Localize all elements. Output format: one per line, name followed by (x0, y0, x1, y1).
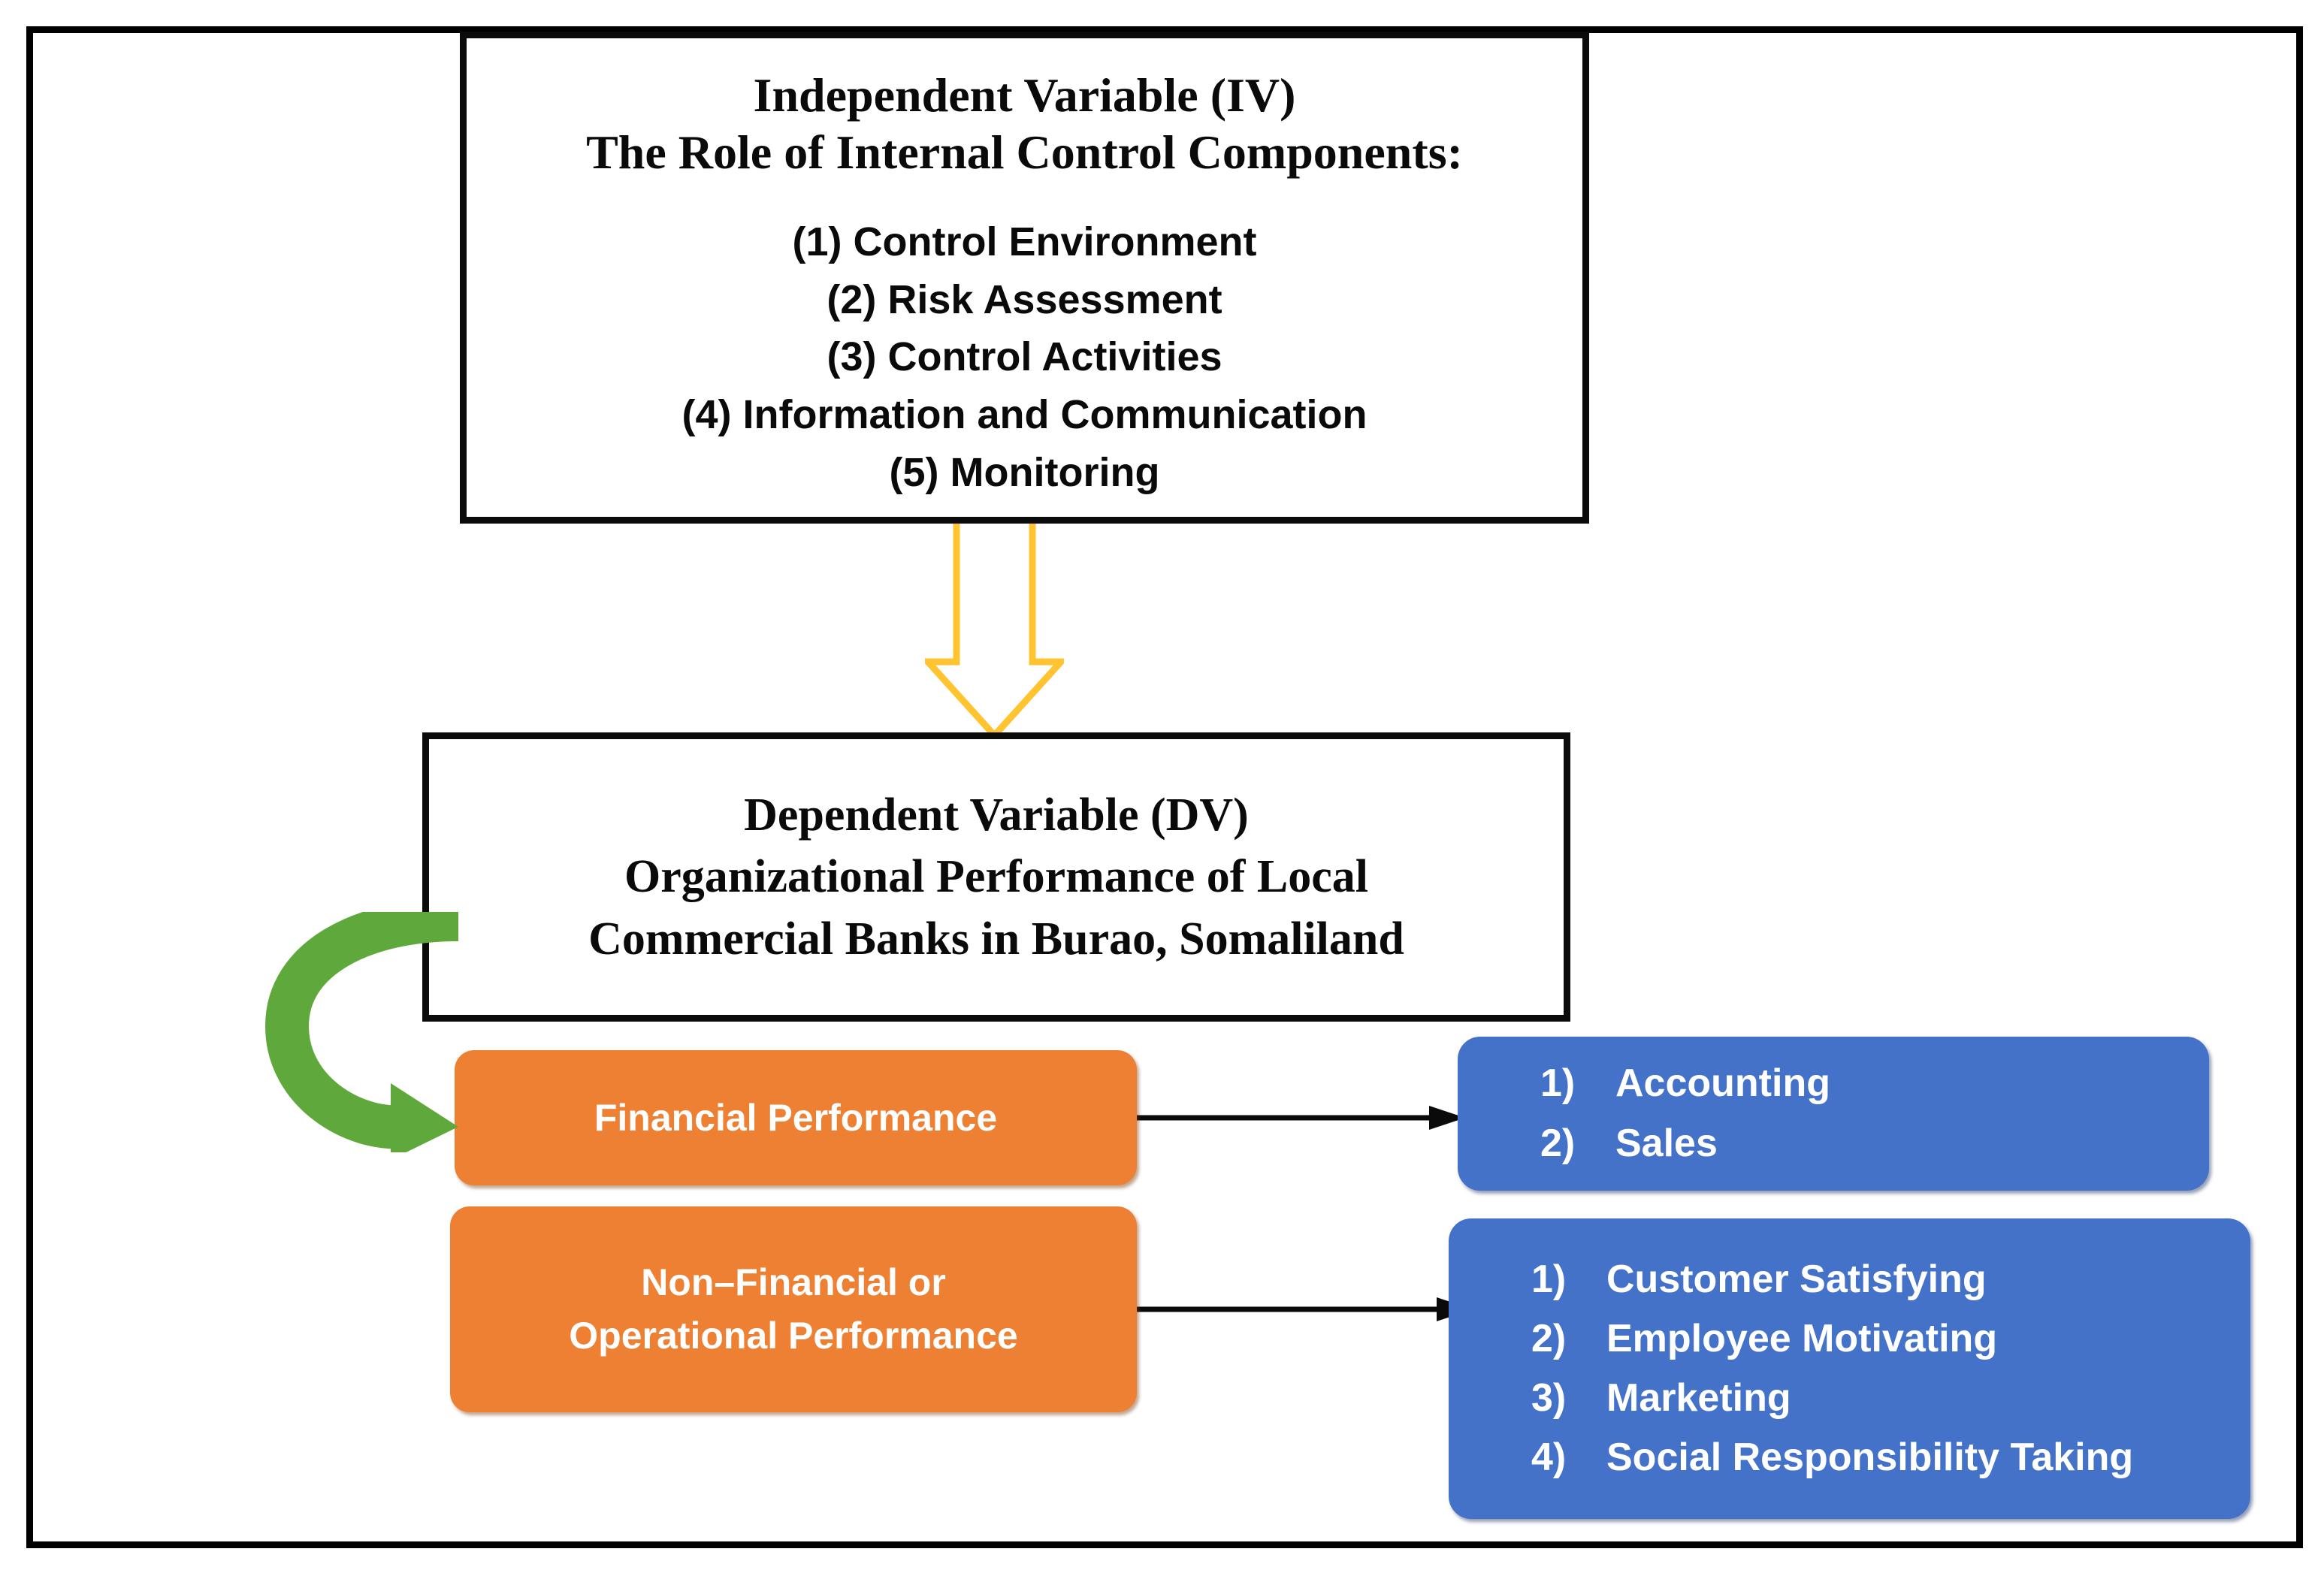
dependent-variable-box: Dependent Variable (DV) Organizational P… (422, 732, 1570, 1022)
operational-performance-label-line-1: Non–Financial or (641, 1261, 946, 1303)
operational-performance-box: Non–Financial or Operational Performance (450, 1206, 1137, 1412)
measure-number: 1) (1531, 1257, 1567, 1301)
measure-label: Customer Satisfying (1606, 1257, 1987, 1301)
measure-row: 3) Marketing (1531, 1369, 2250, 1428)
iv-list-item: (1) Control Environment (792, 219, 1257, 265)
iv-list-item: (4) Information and Communication (681, 392, 1368, 438)
measure-label: Social Responsibility Taking (1606, 1436, 2134, 1480)
financial-measures-box: 1) Accounting 2) Sales (1458, 1037, 2209, 1191)
operational-performance-label-line-2: Operational Performance (569, 1315, 1018, 1357)
financial-performance-box: Financial Performance (455, 1050, 1137, 1185)
financial-performance-label: Financial Performance (594, 1096, 998, 1139)
operational-measures-box: 1) Customer Satisfying 2) Employee Motiv… (1449, 1218, 2250, 1519)
measure-label: Marketing (1606, 1376, 1791, 1420)
iv-list-item: (2) Risk Assessment (827, 276, 1222, 322)
measure-number: 1) (1540, 1061, 1576, 1106)
measure-number: 4) (1531, 1436, 1567, 1480)
dv-title-line-2: Organizational Performance of Local (624, 851, 1369, 903)
iv-list-item: (3) Control Activities (827, 334, 1222, 380)
curved-arrow-icon (264, 898, 460, 1160)
measure-label: Sales (1615, 1121, 1718, 1165)
iv-component-list: (1) Control Environment (2) Risk Assessm… (467, 213, 1582, 501)
dv-title-line-3: Commercial Banks in Burao, Somaliland (588, 913, 1404, 965)
measure-row: 2) Sales (1540, 1114, 2209, 1173)
down-block-arrow-icon (920, 507, 1069, 741)
iv-title-line-2: The Role of Internal Control Components: (586, 125, 1463, 179)
independent-variable-box: Independent Variable (IV) The Role of In… (460, 32, 1589, 524)
measure-label: Accounting (1615, 1061, 1830, 1106)
measure-number: 2) (1540, 1121, 1576, 1165)
iv-list-item: (5) Monitoring (889, 449, 1160, 495)
measure-number: 2) (1531, 1316, 1567, 1360)
measure-label: Employee Motivating (1606, 1316, 1998, 1360)
arrow-operational-to-measures (1135, 1294, 1473, 1324)
measure-row: 1) Customer Satisfying (1531, 1250, 2250, 1309)
arrow-financial-to-measures (1135, 1103, 1465, 1133)
dv-title-line-1: Dependent Variable (DV) (744, 789, 1249, 841)
measure-row: 4) Social Responsibility Taking (1531, 1428, 2250, 1487)
iv-title-line-1: Independent Variable (IV) (753, 68, 1296, 122)
measure-row: 1) Accounting (1540, 1054, 2209, 1113)
measure-number: 3) (1531, 1376, 1567, 1420)
measure-row: 2) Employee Motivating (1531, 1309, 2250, 1369)
